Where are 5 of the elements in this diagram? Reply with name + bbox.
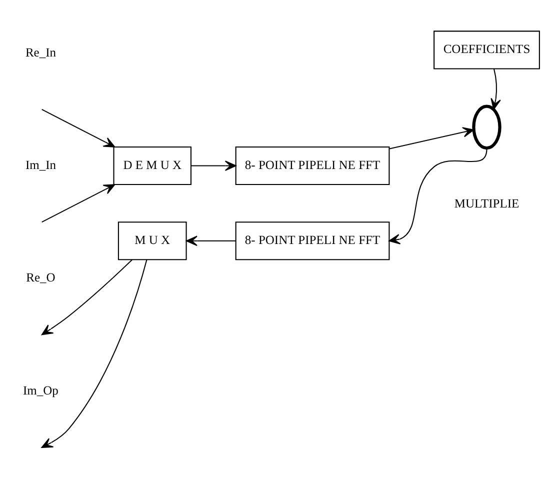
label: Re_In [25,45,56,60]
label: Re_O [26,270,56,285]
label: MULTIPLIE [454,196,520,211]
label: Im_Op [23,383,58,398]
label: Im_In [25,158,56,172]
